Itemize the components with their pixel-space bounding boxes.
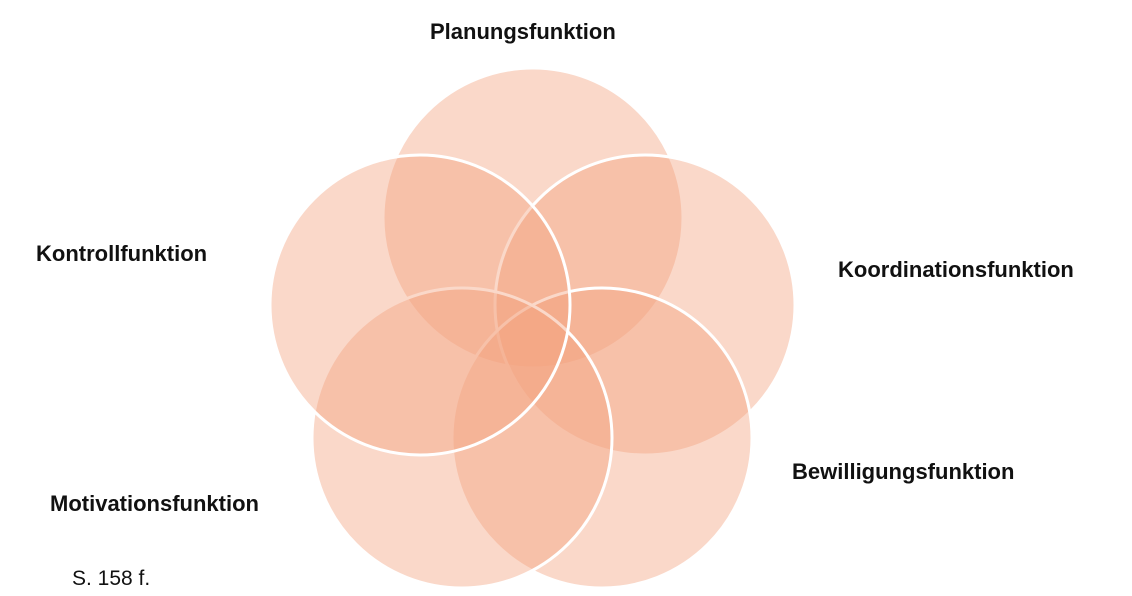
- circle-bewilligung: [450, 286, 754, 590]
- label-bewilligungsfunktion: Bewilligungsfunktion: [792, 459, 1015, 484]
- circle-koordination: [493, 153, 797, 457]
- label-kontrollfunktion: Kontrollfunktion: [36, 241, 208, 266]
- circle-motivation: [310, 286, 614, 590]
- label-motivationsfunktion: Motivationsfunktion: [50, 491, 259, 516]
- label-planungsfunktion: Planungsfunktion: [430, 19, 616, 44]
- venn-circle: [493, 153, 797, 457]
- label-koordinationsfunktion: Koordinationsfunktion: [838, 257, 1074, 282]
- circle-planung: [381, 66, 685, 370]
- venn-circle: [381, 66, 685, 370]
- venn-circle: [310, 286, 614, 590]
- circle-kontrolle: [268, 153, 572, 457]
- venn-circle: [268, 153, 572, 457]
- venn-circle: [450, 286, 754, 590]
- page-reference-caption: S. 158 f.: [72, 567, 151, 590]
